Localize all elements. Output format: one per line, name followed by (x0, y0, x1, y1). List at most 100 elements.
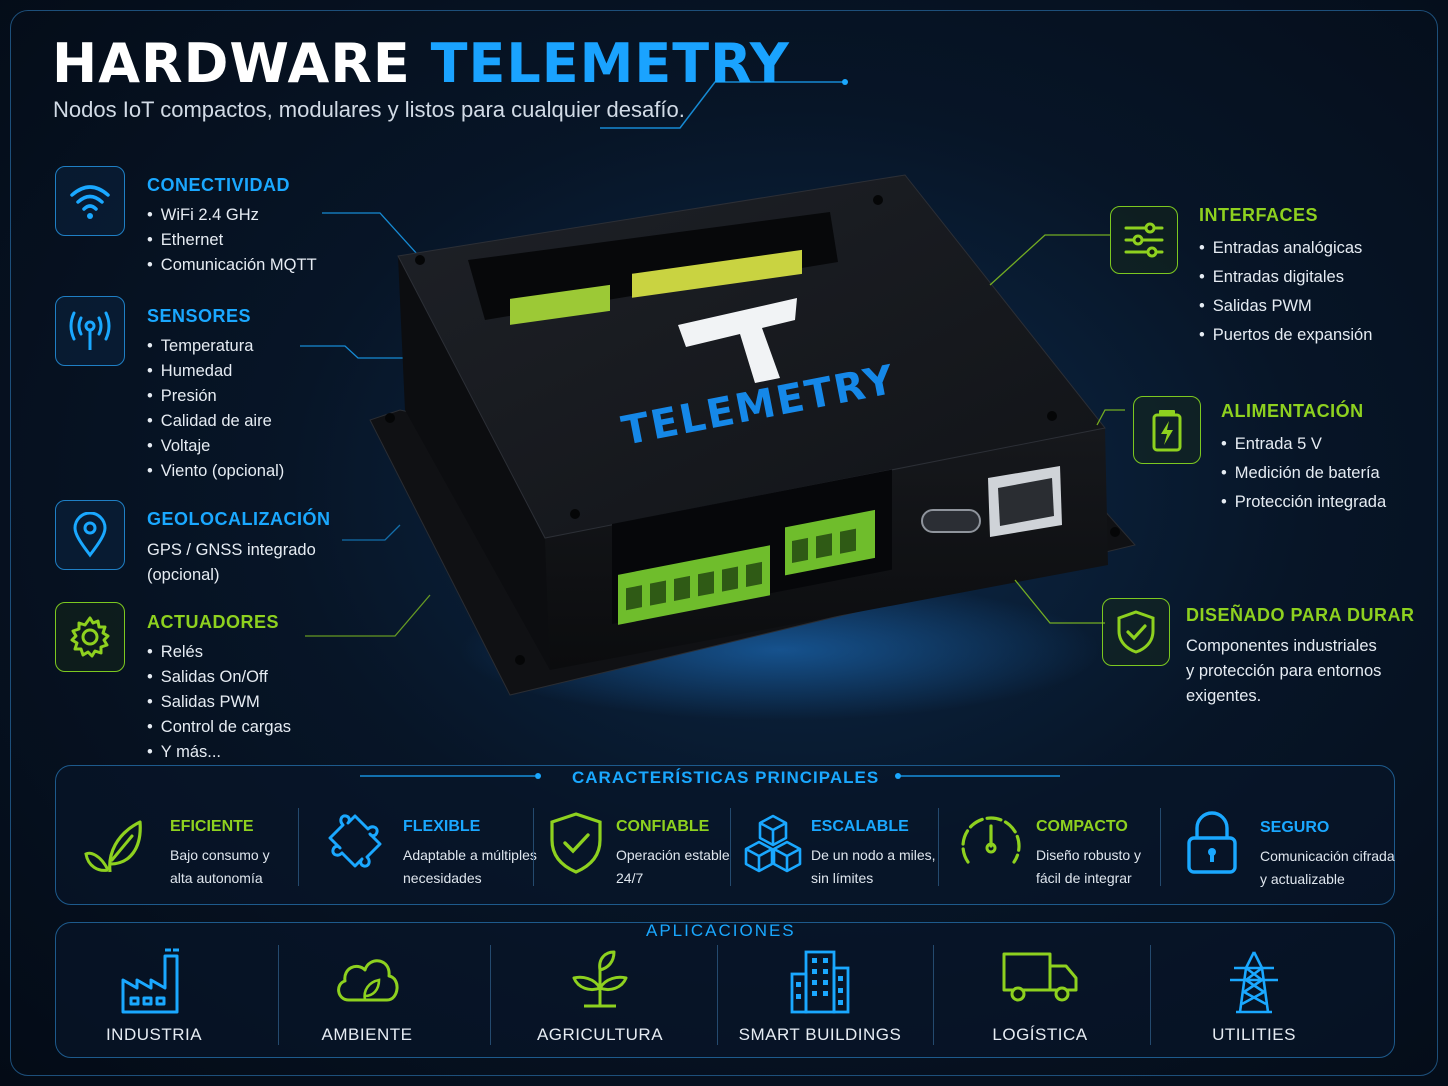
durable-title: DISEÑADO PARA DURAR (1186, 605, 1415, 625)
app-utilities: UTILITIES (1149, 938, 1359, 1048)
geolocation-icon-box (55, 500, 125, 570)
char-desc-line: Adaptable a múltiples (403, 847, 537, 863)
list-item: Salidas On/Off (147, 665, 291, 690)
durable-line: exigentes. (1186, 687, 1262, 705)
char-desc-line: Bajo consumo y (170, 847, 270, 863)
char-desc-line: y actualizable (1260, 871, 1345, 887)
truck-icon (1002, 952, 1078, 1002)
char-desc-line: alta autonomía (170, 870, 263, 886)
char-title: EFICIENTE (170, 818, 254, 835)
char-desc-line: Operación estable (616, 847, 730, 863)
gear-icon (70, 616, 110, 658)
app-label: AGRICULTURA (536, 1025, 664, 1044)
char-flexible: FLEXIBLE Adaptable a múltiples necesidad… (320, 808, 537, 888)
outer-frame (10, 10, 1438, 1076)
actuators-title: ACTUADORES (147, 612, 280, 632)
interfaces-list: Entradas analógicas Entradas digitales S… (1199, 234, 1373, 350)
header-deco-line (600, 79, 848, 129)
char-desc: Diseño robusto y fácil de integrar (1036, 844, 1141, 890)
cloud-leaf-icon (337, 959, 399, 1002)
char-title: CONFIABLE (616, 818, 710, 835)
right-connector-lines (989, 234, 1125, 624)
app-agriculture: AGRICULTURA (495, 938, 705, 1048)
char-desc: Adaptable a múltiples necesidades (403, 844, 537, 890)
list-item: Entradas analógicas (1199, 234, 1372, 263)
app-industry: INDUSTRIA (49, 938, 259, 1048)
factory-icon (121, 948, 179, 1014)
shield-check-icon (1117, 610, 1155, 654)
battery-icon (1152, 410, 1182, 452)
list-item: Protección integrada (1221, 488, 1386, 517)
char-desc: Bajo consumo y alta autonomía (170, 844, 270, 890)
app-label: LOGÍSTICA (992, 1025, 1088, 1044)
title-blue: TELEMETRY (430, 32, 790, 95)
geolocation-line: GPS / GNSS integrado (147, 541, 316, 559)
app-logistics: LOGÍSTICA (935, 938, 1145, 1048)
puzzle-icon (328, 814, 382, 868)
divider (938, 808, 939, 886)
characteristics-title-lines (360, 773, 1060, 779)
geolocation-text: GPS / GNSS integrado (opcional) (147, 538, 316, 588)
power-icon-box (1133, 396, 1201, 464)
char-title: ESCALABLE (811, 818, 909, 835)
char-title: COMPACTO (1036, 818, 1128, 835)
list-item: Salidas PWM (1199, 292, 1372, 321)
char-desc: Operación estable 24/7 (616, 844, 730, 890)
sensors-list: Temperatura Humedad Presión Calidad de a… (147, 334, 285, 484)
gauge-icon (961, 816, 1021, 864)
characteristics-title: CARACTERÍSTICAS PRINCIPALES (572, 768, 880, 787)
durable-text: Componentes industriales y protección pa… (1186, 634, 1381, 709)
power-title: ALIMENTACIÓN (1221, 401, 1364, 421)
device-image: TELEMETRY (369, 174, 1136, 720)
durable-line: Componentes industriales (1186, 637, 1377, 655)
durable-line: y protección para entornos (1186, 662, 1382, 680)
geolocation-title: GEOLOCALIZACIÓN (147, 509, 331, 529)
list-item: Voltaje (147, 434, 284, 459)
list-item: Salidas PWM (147, 690, 291, 715)
title-white: HARDWARE (52, 32, 411, 95)
actuators-icon-box (55, 602, 125, 672)
antenna-icon (69, 311, 111, 350)
divider (1160, 808, 1161, 886)
left-connector-lines (300, 212, 431, 637)
char-secure: SEGURO Comunicación cifrada y actualizab… (1185, 808, 1395, 888)
divider (717, 945, 718, 1045)
list-item: Entradas digitales (1199, 263, 1372, 292)
sensors-icon-box (55, 296, 125, 366)
char-desc-line: 24/7 (616, 870, 644, 886)
list-item: Humedad (147, 359, 284, 384)
app-smart-buildings: SMART BUILDINGS (715, 938, 925, 1048)
list-item: Entrada 5 V (1221, 430, 1386, 459)
app-label: INDUSTRIA (105, 1025, 203, 1044)
interfaces-icon-box (1110, 206, 1178, 274)
app-environment: AMBIENTE (262, 938, 472, 1048)
durable-icon-box (1102, 598, 1170, 666)
char-desc: De un nodo a miles, sin límites (811, 844, 936, 890)
lock-icon (1187, 811, 1237, 874)
cubes-icon (744, 814, 802, 873)
char-desc-line: Diseño robusto y (1036, 847, 1142, 863)
char-desc: Comunicación cifrada y actualizable (1260, 845, 1395, 891)
list-item: Relés (147, 640, 291, 665)
char-desc-line: necesidades (403, 870, 482, 886)
shield-icon (550, 812, 602, 874)
char-compact: COMPACTO Diseño robusto y fácil de integ… (958, 808, 1158, 888)
divider (278, 945, 279, 1045)
sensors-title: SENSORES (147, 306, 252, 326)
plant-icon (572, 950, 628, 1008)
divider (533, 808, 534, 886)
building-icon (790, 950, 850, 1014)
app-label: AMBIENTE (321, 1025, 413, 1044)
connectivity-list: WiFi 2.4 GHz Ethernet Comunicación MQTT (147, 203, 317, 278)
list-item: Y más... (147, 740, 291, 765)
power-tower-icon (1230, 951, 1278, 1014)
list-item: Viento (opcional) (147, 459, 285, 484)
divider (298, 808, 299, 886)
list-item: Comunicación MQTT (147, 253, 317, 278)
char-desc-line: De un nodo a miles, (811, 847, 936, 863)
connectivity-title: CONECTIVIDAD (147, 175, 291, 195)
char-title: FLEXIBLE (403, 818, 481, 835)
applications-title: APLICACIONES (646, 921, 796, 940)
wifi-icon (70, 185, 110, 219)
interfaces-title: INTERFACES (1199, 205, 1319, 225)
